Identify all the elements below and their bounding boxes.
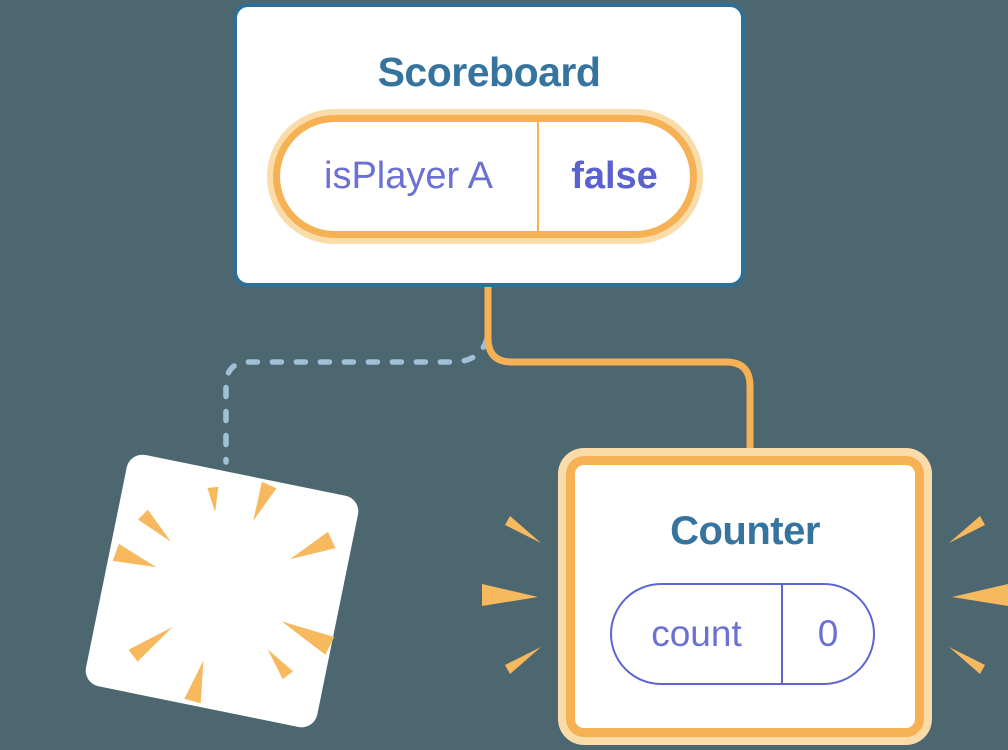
state-name: count bbox=[651, 613, 742, 654]
poof-burst-icon bbox=[112, 481, 336, 704]
counter-card: Counter count 0 bbox=[566, 456, 924, 737]
scoreboard-title: Scoreboard bbox=[377, 49, 601, 95]
state-value: false bbox=[571, 155, 658, 197]
pill-divider bbox=[537, 122, 539, 231]
scoreboard-state-pill: isPlayer A false bbox=[273, 115, 697, 238]
scoreboard-card: Scoreboard isPlayer A false bbox=[233, 3, 745, 287]
dashed-connector-line bbox=[223, 336, 490, 465]
counter-state-pill: count 0 bbox=[610, 583, 875, 685]
emphasis-rays-right-icon bbox=[949, 516, 1008, 674]
state-name: isPlayer A bbox=[324, 155, 493, 197]
counter-title: Counter bbox=[670, 509, 820, 553]
poof-card bbox=[85, 454, 359, 728]
orange-connector-line bbox=[484, 286, 754, 457]
emphasis-rays-left-icon bbox=[482, 516, 541, 674]
pill-divider bbox=[781, 585, 783, 683]
state-value: 0 bbox=[817, 613, 839, 654]
